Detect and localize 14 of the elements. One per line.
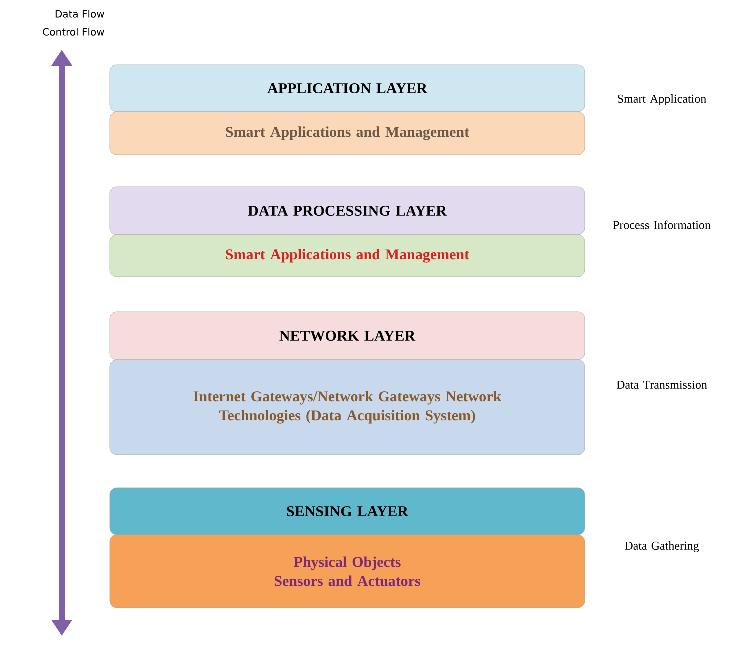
flow-label: Control Flow (43, 28, 104, 36)
layer-content-box: Smart Applications and Management (110, 112, 586, 156)
layer-function-label: Data Gathering (625, 542, 700, 552)
layer-content-box: Smart Applications and Management (110, 234, 586, 278)
layer-function-label: Process Information (613, 220, 711, 230)
layer-header-box: APPLICATION LAYER (110, 64, 586, 112)
layer-function-label: Data Transmission (616, 380, 708, 390)
layer-header-box: SENSING LAYER (110, 488, 586, 536)
layer-content-box: Internet Gateways/Network Gateways Network Technologies (Data Acquisition System) (110, 360, 586, 456)
layer-header-box: NETWORK LAYER (110, 312, 586, 360)
layer-content-box: Physical Objects Sensors and Actuators (110, 534, 586, 608)
layer-function-label: Smart Application (618, 94, 706, 106)
flow-label: Data Flow (56, 10, 104, 18)
layer-header-box: DATA PROCESSING LAYER (110, 186, 586, 236)
